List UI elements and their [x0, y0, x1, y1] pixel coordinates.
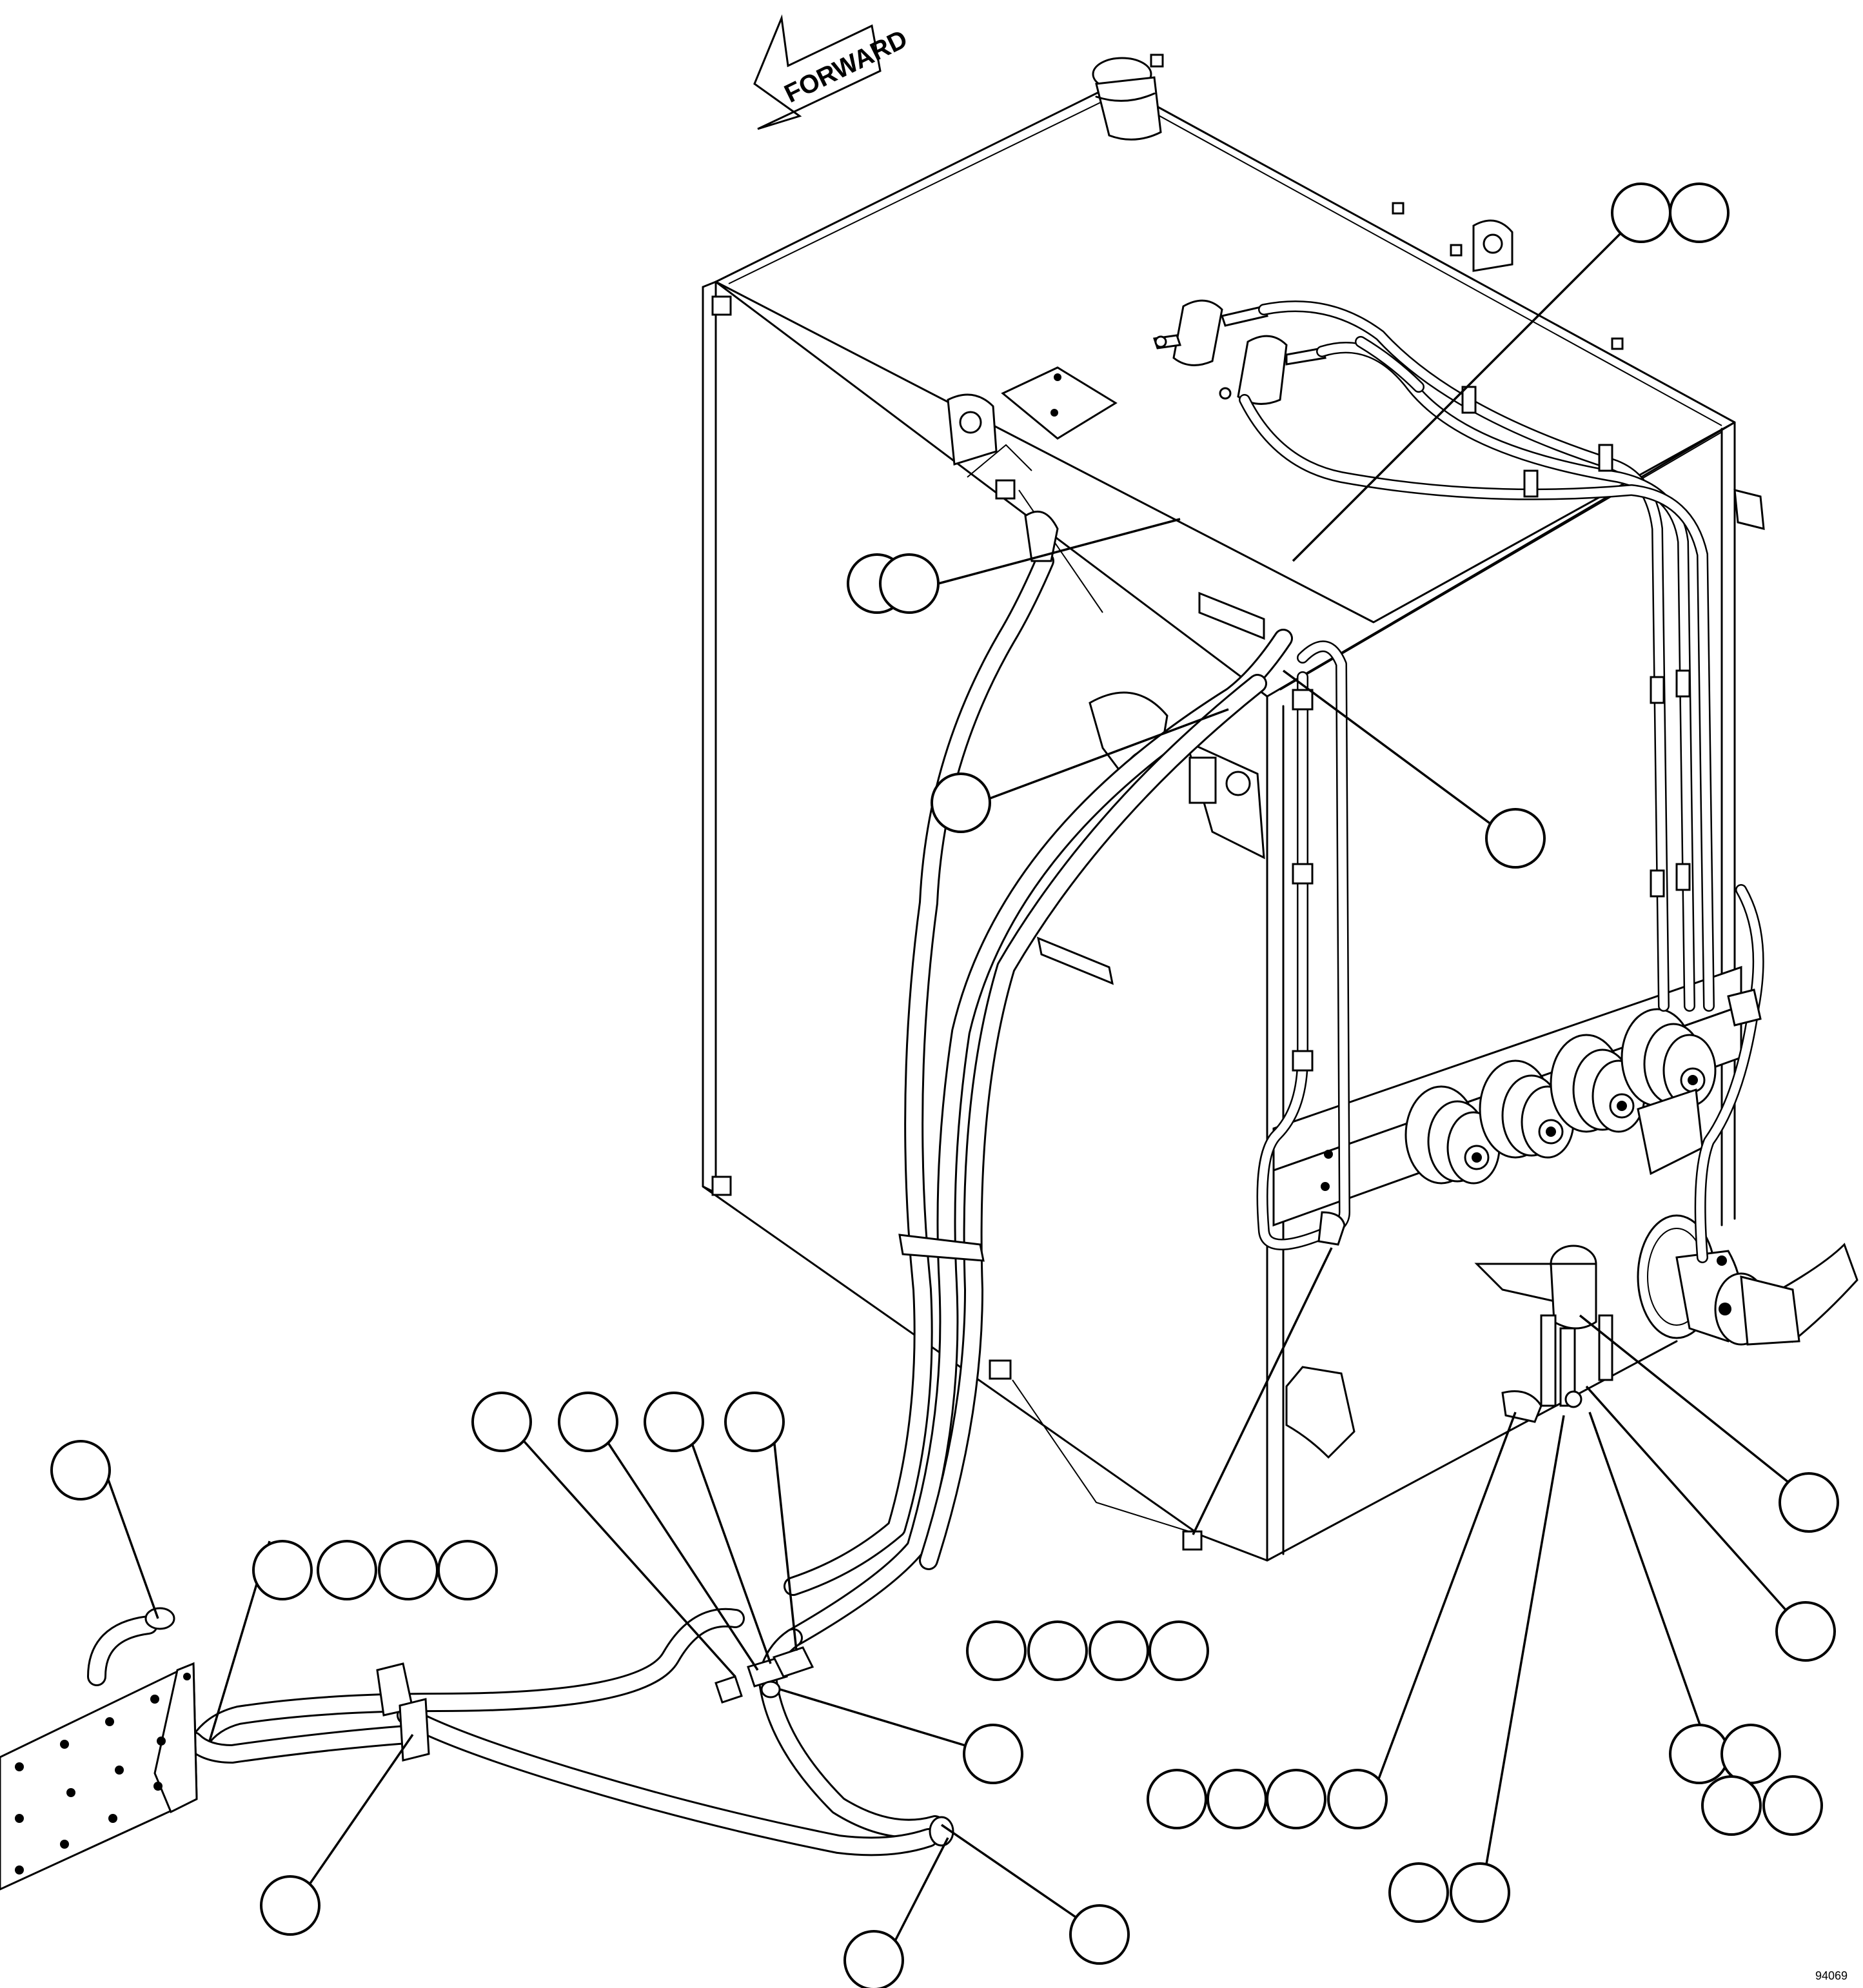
callout-circle	[1327, 1769, 1388, 1829]
callout-circle	[843, 1930, 904, 1988]
suction-pump	[1637, 1214, 1858, 1346]
manifold-block	[0, 1662, 198, 1891]
callout-circle	[471, 1392, 532, 1452]
callout-circle	[1266, 1769, 1326, 1829]
callout-circle	[1720, 1724, 1781, 1784]
callout-circle	[1669, 182, 1730, 243]
callout-circle	[1701, 1775, 1762, 1836]
callout-circle	[1148, 1620, 1209, 1681]
callout-circle	[1207, 1769, 1267, 1829]
callout-circle	[1485, 808, 1546, 869]
forward-arrow: FORWARD	[753, 14, 912, 130]
callout-circle	[1669, 1724, 1730, 1784]
callout-circle	[260, 1875, 320, 1936]
callout-circle	[317, 1540, 377, 1600]
callouts	[50, 182, 1839, 1988]
drawing-id: 94069	[1815, 1969, 1848, 1982]
callout-circle	[558, 1392, 618, 1452]
callout-circle	[1450, 1862, 1510, 1923]
callout-circle	[437, 1540, 498, 1600]
lower-hoses	[87, 1607, 954, 1856]
tank-front-pipe	[1256, 640, 1350, 1250]
callout-circle	[1069, 1904, 1130, 1965]
callout-circle	[1388, 1862, 1449, 1923]
breather-hoses	[1153, 299, 1765, 1263]
drain-valve	[1474, 1245, 1613, 1423]
callout-circle	[252, 1540, 313, 1600]
callout-circle	[50, 1440, 111, 1501]
callout-circle	[963, 1724, 1023, 1784]
callout-circle	[378, 1540, 439, 1600]
callout-circle	[1775, 1601, 1836, 1662]
hydraulic-tank	[702, 54, 1736, 1562]
callout-circle	[644, 1392, 704, 1452]
callout-circle	[724, 1392, 785, 1452]
callout-circle	[1089, 1620, 1149, 1681]
callout-circle	[1027, 1620, 1088, 1681]
leader-lines	[107, 224, 1807, 1964]
callout-circle	[879, 553, 940, 614]
callout-circle	[1147, 1769, 1207, 1829]
callout-circle	[1611, 182, 1671, 243]
callout-circle	[1762, 1775, 1823, 1836]
main-hoses	[784, 510, 1293, 1648]
callout-circle	[931, 773, 991, 833]
callout-circle	[1779, 1472, 1839, 1533]
callout-circle	[966, 1620, 1027, 1681]
